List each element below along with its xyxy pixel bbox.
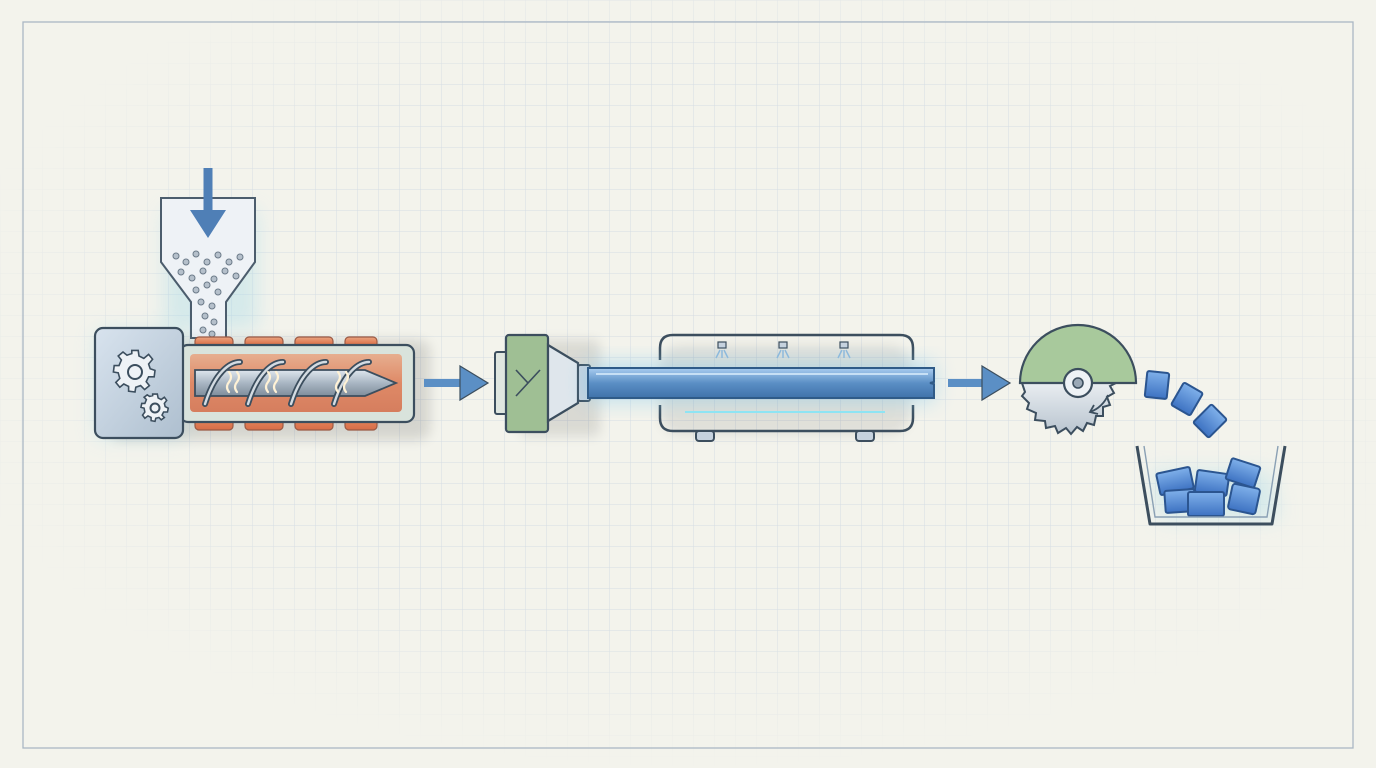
extruder-barrel-with-screw bbox=[93, 326, 430, 440]
extruded-profile bbox=[585, 362, 935, 402]
collection-bin bbox=[1135, 445, 1287, 526]
heat-wave-icon bbox=[225, 370, 350, 394]
arrow-right-icon bbox=[424, 364, 490, 402]
pellets bbox=[172, 250, 244, 338]
die bbox=[494, 333, 600, 436]
frame-border bbox=[22, 21, 1354, 749]
saw-blade-icon bbox=[1018, 323, 1138, 436]
hopper-with-pellets bbox=[160, 168, 258, 339]
gear-icon bbox=[112, 349, 170, 423]
arrow-right-icon bbox=[948, 364, 1012, 402]
rotation-arrow-icon bbox=[1088, 394, 1109, 415]
water-spray-icon bbox=[715, 341, 851, 359]
arrow-down-icon bbox=[190, 168, 226, 238]
collected-pieces bbox=[1155, 457, 1262, 517]
cut-pieces bbox=[1143, 370, 1228, 439]
